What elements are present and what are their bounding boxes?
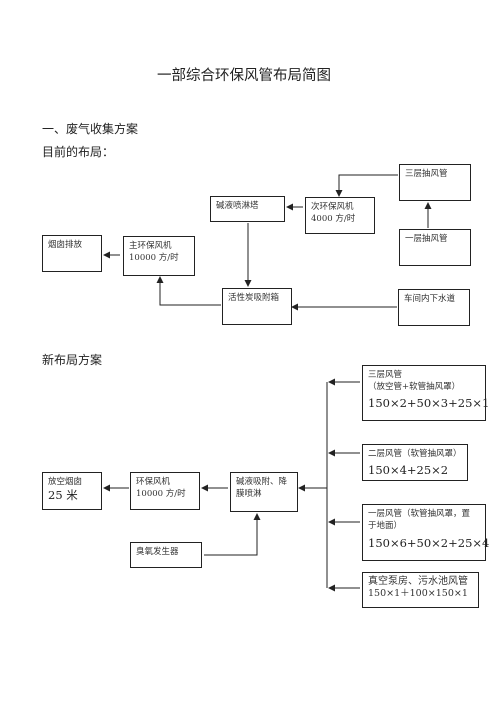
chimney-label: 烟囱排放 <box>48 240 83 250</box>
env-fan-capacity: 10000 方/时 <box>136 489 186 499</box>
carbon-box: 活性炭吸附箱 <box>222 288 292 325</box>
vent-chimney-box: 放空烟囱 25 米 <box>42 472 102 510</box>
sub-fan-box: 次环保风机 4000 方/时 <box>305 197 375 234</box>
new-third-floor-formula: 150×2+50×3+25×1 <box>368 396 490 410</box>
alkali-membrane-label: 碱液吸附、降 <box>236 477 288 487</box>
vacuum-pump-label: 真空泵房、污水池风管 <box>368 576 468 587</box>
main-fan-label: 主环保风机 <box>129 241 172 251</box>
vacuum-pump-box: 真空泵房、污水池风管 150×1＋100×150×1 <box>362 572 479 608</box>
env-fan-label: 环保风机 <box>136 477 171 487</box>
new-third-floor-box: 三层风管 （放空管+软管抽风罩） 150×2+50×3+25×1 <box>362 365 490 421</box>
ozone-generator-box: 臭氧发生器 <box>130 542 202 568</box>
alkali-tower-label: 碱液喷淋塔 <box>216 201 259 211</box>
main-fan-capacity: 10000 方/时 <box>129 253 179 263</box>
new-first-floor-detail: 于地面） <box>368 521 403 531</box>
arrow-third-floor-to-sub-fan <box>335 174 398 197</box>
vent-chimney-label: 放空烟囱 <box>48 477 83 487</box>
vent-chimney-height: 25 米 <box>48 488 78 502</box>
workshop-drain-box: 车间内下水道 <box>398 289 470 326</box>
carbon-box-label: 活性炭吸附箱 <box>228 293 280 303</box>
arrow-ozone-to-alkali <box>204 513 261 556</box>
new-second-floor-label: 二层风管（软管抽风罩） <box>368 449 462 459</box>
current-first-floor-box: 一层抽风管 <box>399 229 471 266</box>
main-fan-box: 主环保风机 10000 方/时 <box>123 236 195 276</box>
chimney-box: 烟囱排放 <box>42 235 102 272</box>
new-second-floor-formula: 150×4+25×2 <box>368 463 449 477</box>
section-heading-new: 新布局方案 <box>42 353 103 367</box>
new-second-floor-box: 二层风管（软管抽风罩） 150×4+25×2 <box>362 444 468 481</box>
vacuum-pump-formula: 150×1＋100×150×1 <box>368 588 468 599</box>
current-third-floor-box: 三层抽风管 <box>399 164 471 201</box>
sub-fan-label: 次环保风机 <box>311 202 354 212</box>
new-first-floor-formula: 150×6+50×2+25×4 <box>368 536 490 550</box>
ozone-generator-label: 臭氧发生器 <box>136 547 179 557</box>
current-first-floor-label: 一层抽风管 <box>405 234 448 244</box>
page-title: 一部综合环保风管布局简图 <box>157 68 331 84</box>
section-subheading-current: 目前的布局： <box>42 145 115 159</box>
new-third-floor-label: 三层风管 <box>368 370 403 380</box>
section-heading-collection: 一、废气收集方案 <box>42 122 139 136</box>
new-third-floor-detail: （放空管+软管抽风罩） <box>368 382 461 392</box>
alkali-membrane-box: 碱液吸附、降 膜喷淋 <box>230 472 298 512</box>
env-fan-box: 环保风机 10000 方/时 <box>130 472 200 510</box>
new-first-floor-box: 一层风管（软管抽风罩，置 于地面） 150×6+50×2+25×4 <box>362 504 490 561</box>
current-third-floor-label: 三层抽风管 <box>405 169 448 179</box>
arrow-carbon-to-main-fan <box>156 276 221 306</box>
alkali-tower-box: 碱液喷淋塔 <box>210 196 285 222</box>
workshop-drain-label: 车间内下水道 <box>404 294 456 304</box>
sub-fan-capacity: 4000 方/时 <box>311 214 356 224</box>
alkali-membrane-detail: 膜喷淋 <box>236 489 262 499</box>
new-first-floor-label: 一层风管（软管抽风罩，置 <box>368 509 471 519</box>
